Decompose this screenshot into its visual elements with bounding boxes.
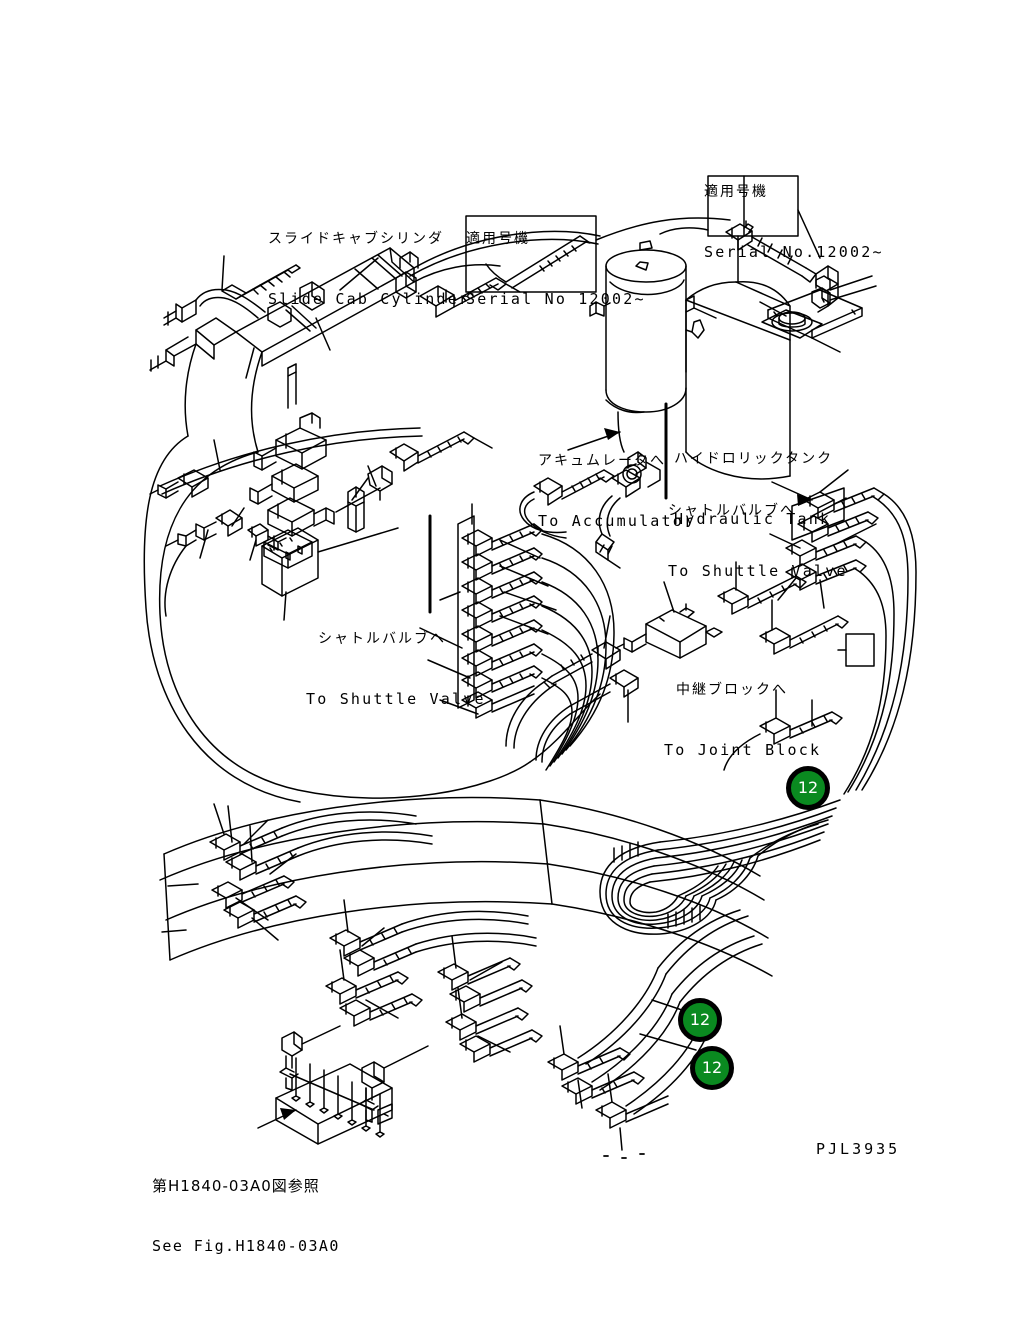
- slide-cab-cylinder-assembly: [149, 247, 521, 379]
- label-see-figure-reference-en: See Fig.H1840-03A0: [152, 1237, 340, 1256]
- callout-12-lower-b[interactable]: 12: [690, 1046, 734, 1090]
- label-to-accumulator: アキュムレータへ To Accumulator: [538, 412, 695, 572]
- label-hydraulic-tank-en: Hydraulic Tank: [674, 509, 832, 528]
- lower-right-hose-ends: [547, 909, 763, 1151]
- label-to-joint-block-en: To Joint Block: [664, 740, 822, 759]
- callout-12-lower-a[interactable]: 12: [678, 998, 722, 1042]
- hose-loop-bundle: [599, 799, 841, 935]
- label-to-shuttle-valve-left-jp: シャトルバルブへ: [318, 630, 446, 647]
- callout-number: 12: [797, 778, 819, 797]
- label-serial-note-right-en: Serial No.12002~: [704, 242, 884, 261]
- bottom-tick-marks: [603, 1153, 645, 1159]
- label-to-shuttle-valve-left-en: To Shuttle Valve: [306, 689, 486, 708]
- label-to-shuttle-valve-right: シャトルバルブへ To Shuttle Valve: [668, 462, 848, 622]
- callout-number: 12: [701, 1058, 723, 1077]
- lower-left-hose-fan: [159, 796, 773, 1063]
- drawing-code: PJL3935: [816, 1140, 901, 1158]
- right-shuttle-valve-panel: [723, 469, 917, 795]
- serial-note-box-right: [659, 175, 839, 313]
- label-serial-note-left-en: Serial No 12002~: [466, 289, 646, 308]
- label-slide-cab-cylinder-jp: スライドキャブシリンダ: [268, 230, 444, 247]
- label-hydraulic-tank-jp: ハイドロリックタンク: [674, 450, 834, 467]
- label-see-figure-reference: 第H1840-03A0図参照 See Fig.H1840-03A0: [152, 1136, 340, 1297]
- label-to-accumulator-jp: アキュムレータへ: [538, 452, 666, 469]
- label-to-shuttle-valve-right-jp: シャトルバルブへ: [668, 502, 796, 519]
- cab-cylinder-main-hoses: [184, 230, 601, 453]
- label-serial-note-right: 適用号機 Serial No.12002~: [704, 143, 884, 303]
- center-hose-fitting-panel: [419, 503, 615, 771]
- callout-12-upper-right[interactable]: 12: [786, 766, 830, 810]
- shuttle-valve-fitting: [622, 463, 642, 484]
- accumulator-hose-group: [428, 402, 668, 614]
- label-hydraulic-tank: ハイドロリックタンク Hydraulic Tank: [674, 410, 833, 570]
- hydraulic-tank-assembly: [589, 235, 877, 480]
- label-slide-cab-cylinder: スライドキャブシリンダ Slide Cab Cylinder: [268, 190, 470, 350]
- label-slide-cab-cylinder-en: Slide Cab Cylinder: [268, 289, 471, 308]
- label-to-shuttle-valve-left: シャトルバルブへ To Shuttle Valve: [306, 590, 486, 750]
- joint-block-assembly: [505, 561, 849, 763]
- label-serial-note-right-jp: 適用号機: [704, 183, 768, 200]
- label-to-shuttle-valve-right-en: To Shuttle Valve: [668, 561, 848, 580]
- label-serial-note-left: 適用号機 Serial No 12002~: [466, 190, 646, 350]
- serial-note-box-left: [465, 215, 731, 293]
- solenoid-valve-cluster: [149, 363, 493, 621]
- label-to-joint-block-jp: 中継ブロックへ: [676, 681, 788, 698]
- bottom-joint-block: [257, 1025, 429, 1145]
- callout-number: 12: [689, 1010, 711, 1029]
- label-see-figure-reference-jp: 第H1840-03A0図参照: [152, 1176, 320, 1195]
- label-to-accumulator-en: To Accumulator: [538, 511, 696, 530]
- label-to-joint-block: 中継ブロックへ To Joint Block: [664, 641, 821, 801]
- label-serial-note-left-jp: 適用号機: [466, 230, 530, 247]
